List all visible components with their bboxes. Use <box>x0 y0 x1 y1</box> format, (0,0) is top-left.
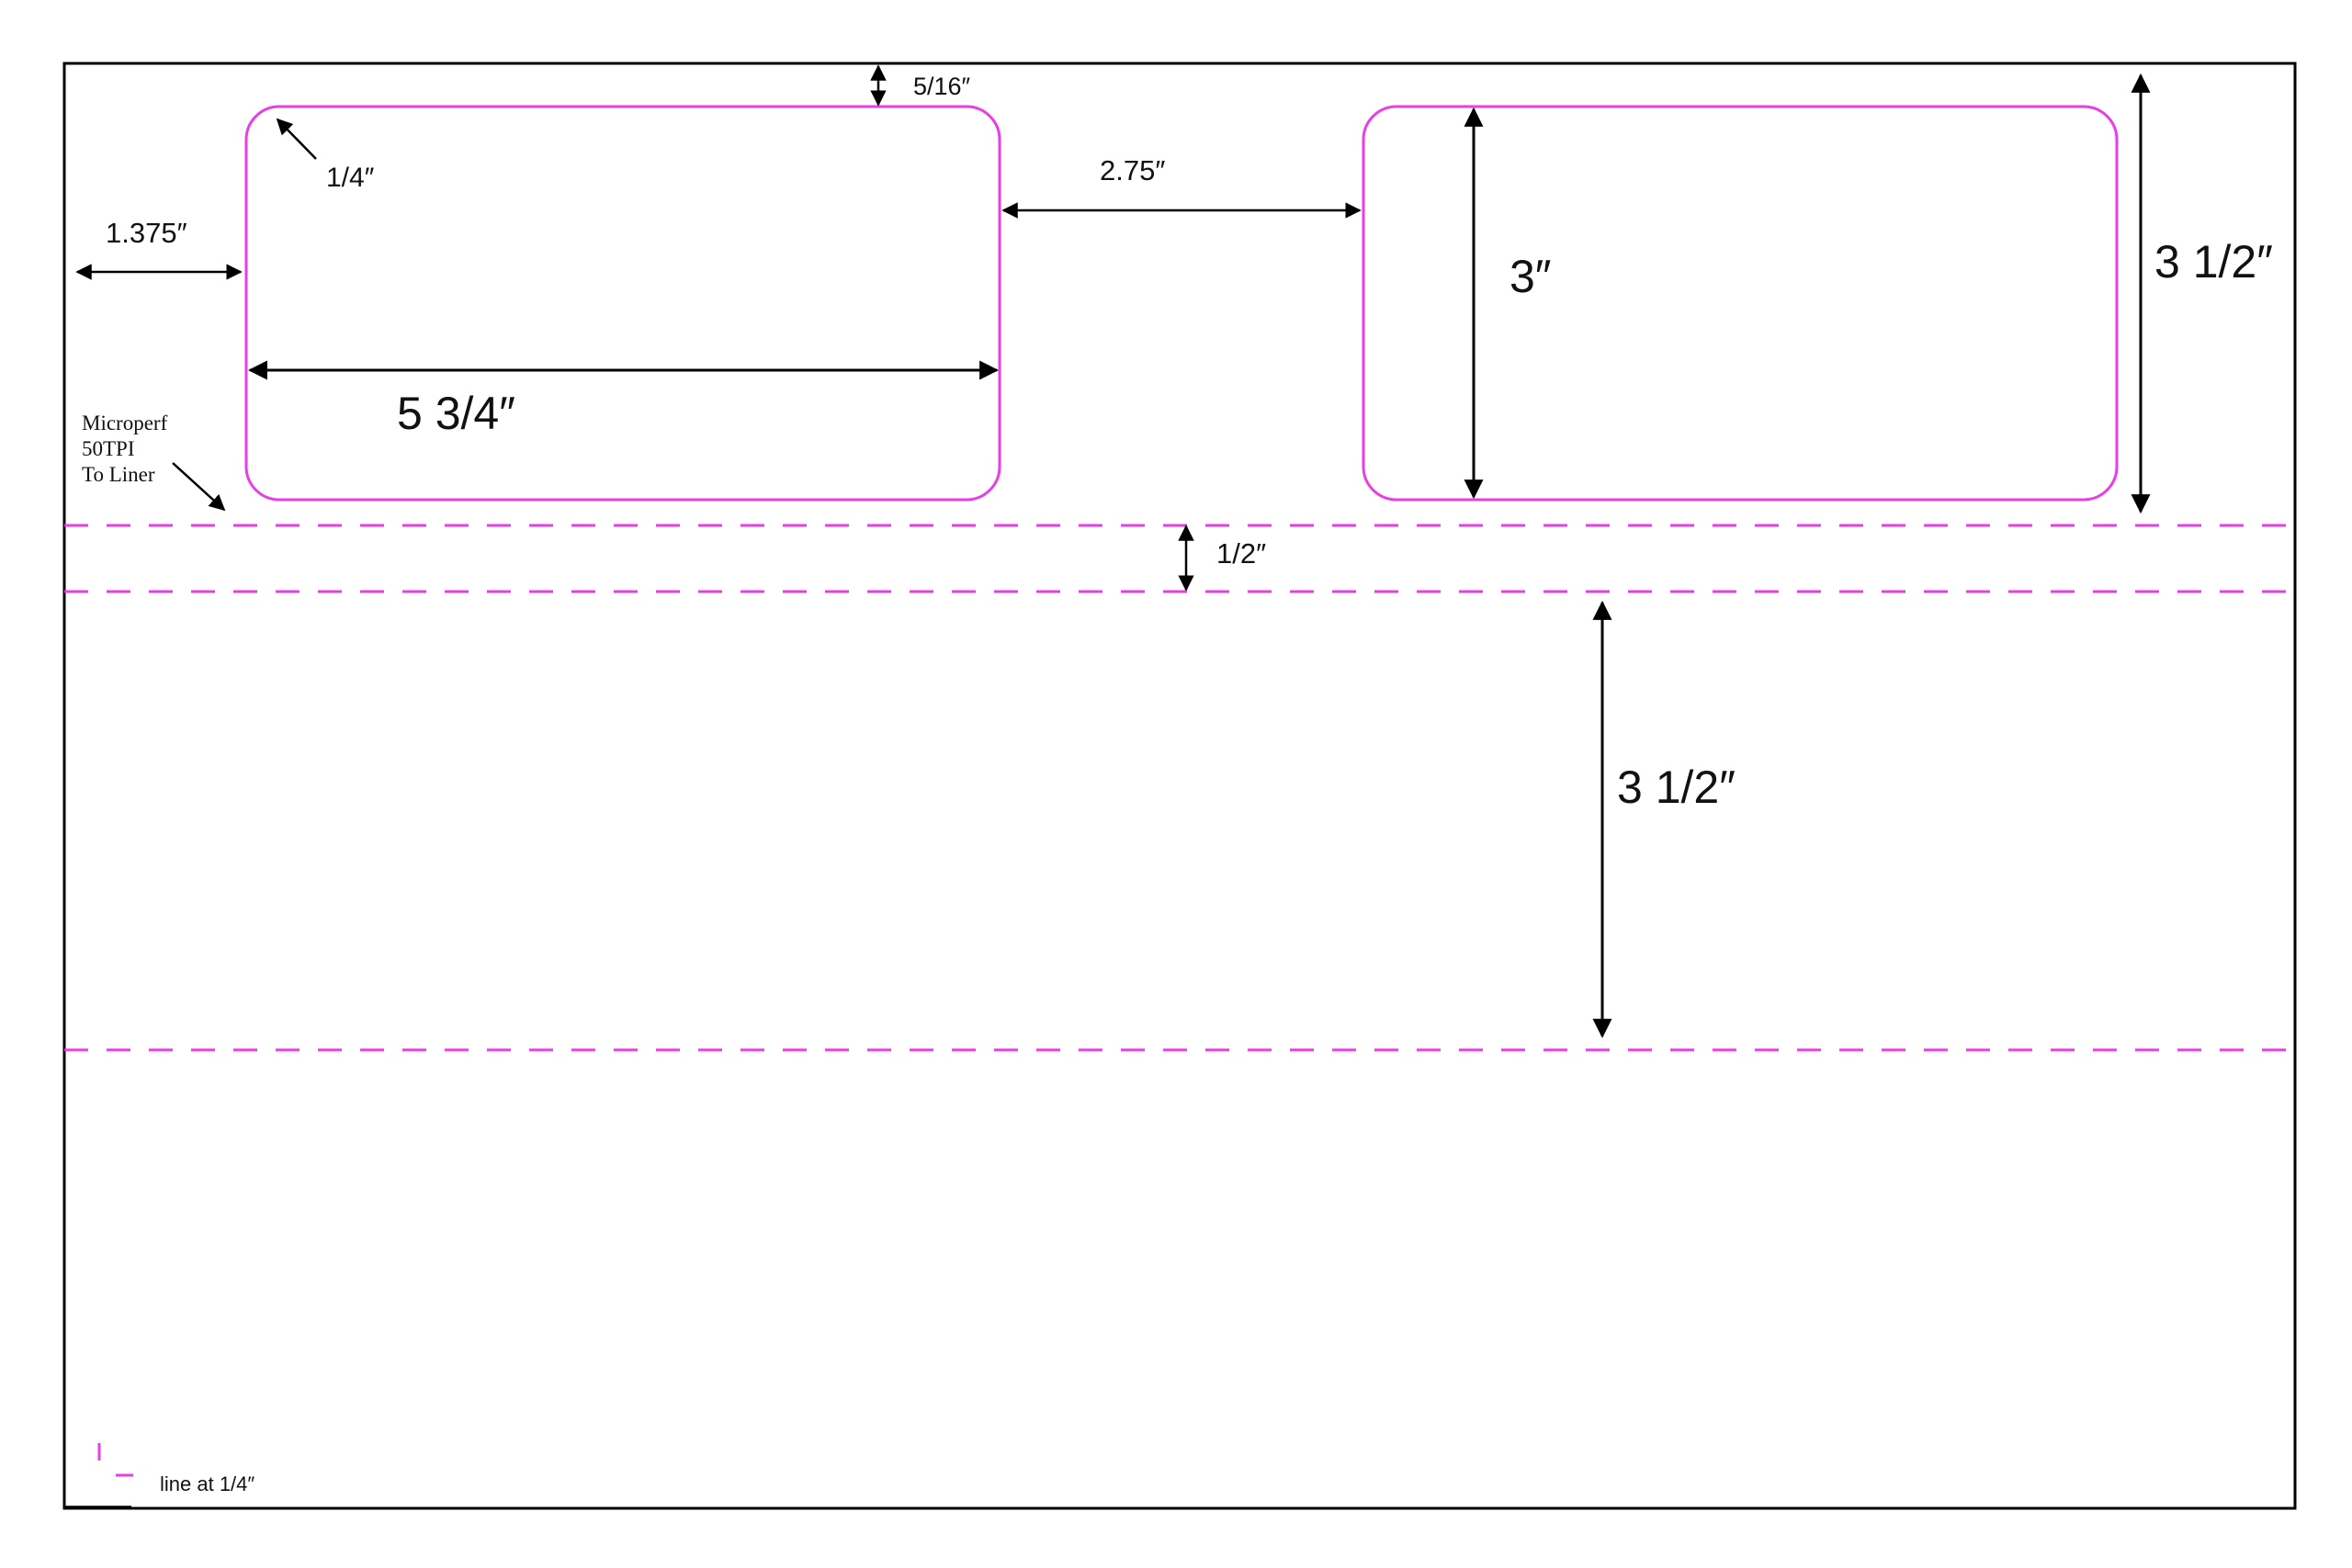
label-height-label: 3″ <box>1510 251 1552 302</box>
microperf-note-arrow <box>172 462 226 512</box>
label-width-label: 5 3/4″ <box>397 388 515 439</box>
top-section-label: 3 1/2″ <box>2154 236 2273 288</box>
microperf-note-line2: 50TPI <box>82 437 135 460</box>
sheet-border <box>62 62 2297 1510</box>
corner-radius-arrow <box>276 118 317 160</box>
top-margin-label: 5/16″ <box>913 73 971 100</box>
left-margin-label: 1.375″ <box>106 217 187 249</box>
label-left <box>244 105 1001 502</box>
perf-gap-label: 1/2″ <box>1216 537 1266 570</box>
middle-section-label: 3 1/2″ <box>1617 761 1736 813</box>
microperf-note-line3: To Liner <box>82 463 155 486</box>
legend-label: line at 1/4″ <box>160 1472 254 1495</box>
corner-radius-label: 1/4″ <box>326 163 375 193</box>
label-gap-label: 2.75″ <box>1100 154 1165 186</box>
microperf-note-line1: Microperf <box>82 412 168 434</box>
label-right <box>1362 105 2119 502</box>
